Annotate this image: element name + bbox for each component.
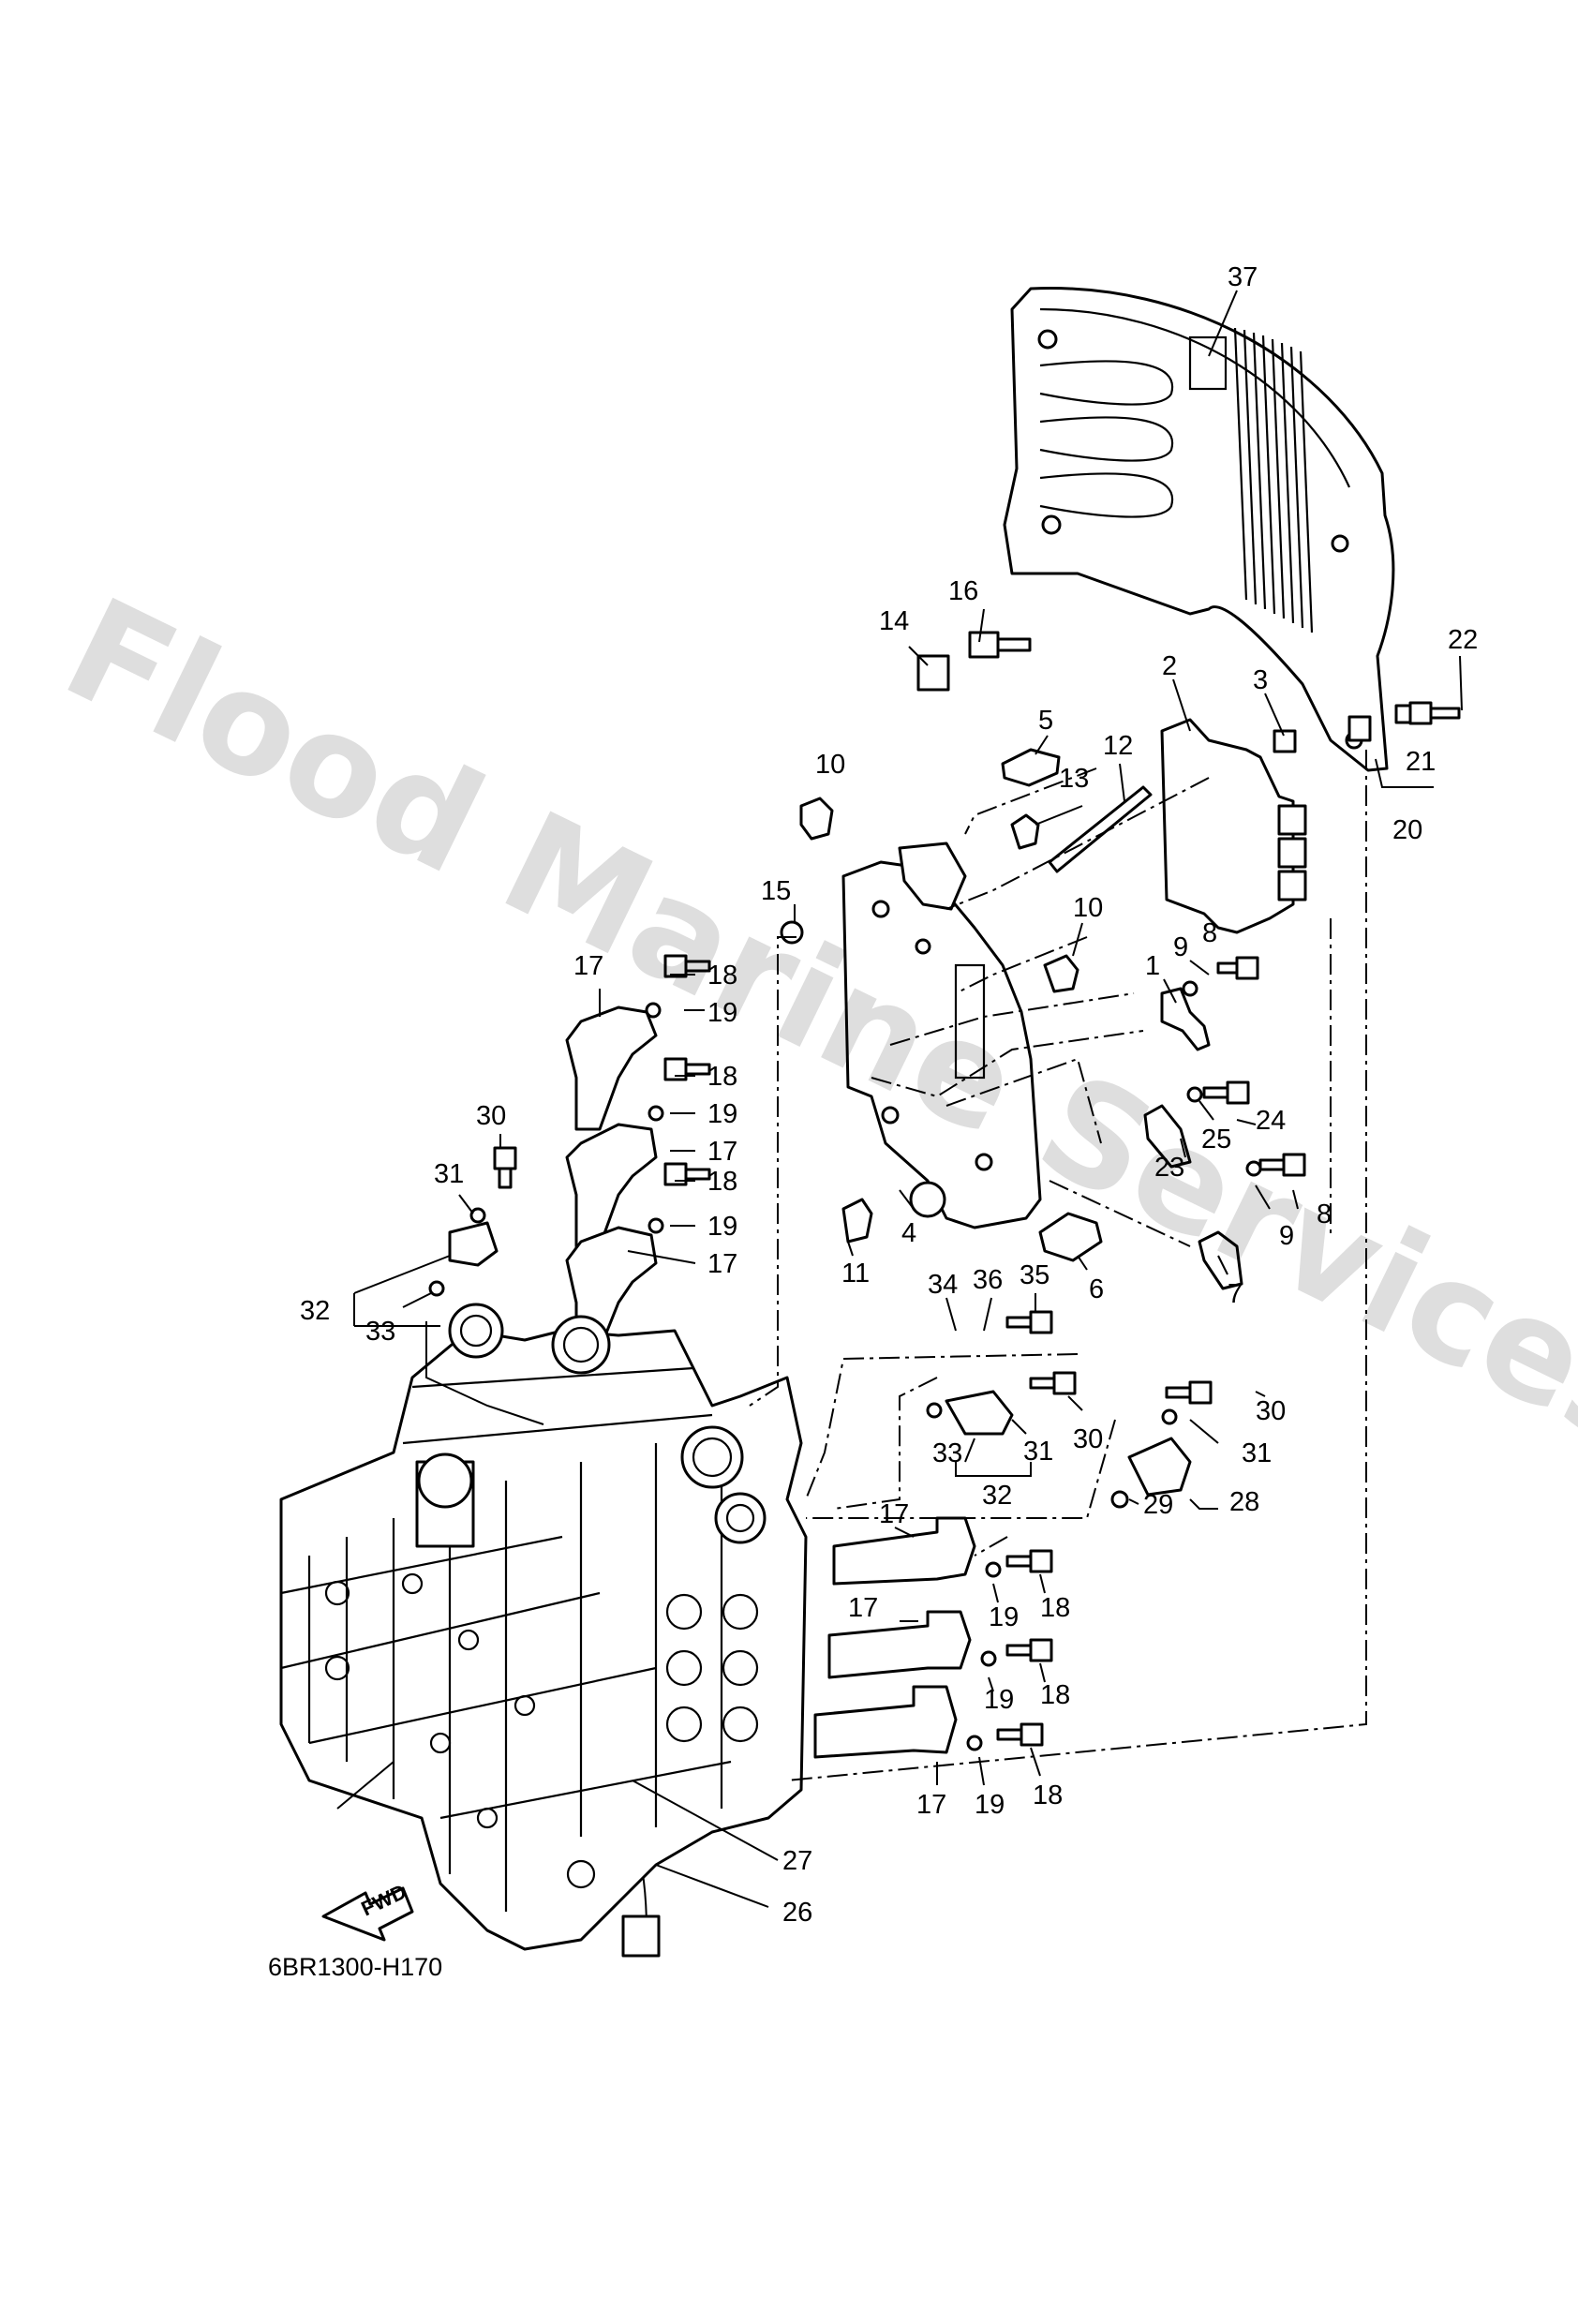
diagram-code: 6BR1300-H170 <box>268 1953 442 1981</box>
callout-32b: 32 <box>982 1481 1012 1511</box>
electrical-plate-part <box>841 842 1042 1229</box>
callout-32a: 32 <box>300 1296 330 1326</box>
callout-5: 5 <box>1038 706 1053 736</box>
callout-35: 35 <box>1020 1260 1050 1290</box>
callout-18a: 18 <box>707 961 737 991</box>
callout-11: 11 <box>841 1259 870 1289</box>
callout-2: 2 <box>1162 651 1177 681</box>
callout-33b: 33 <box>932 1438 962 1468</box>
callout-37: 37 <box>1228 262 1258 292</box>
callout-19d: 19 <box>989 1602 1019 1632</box>
callout-6: 6 <box>1089 1274 1104 1304</box>
callout-14: 14 <box>879 606 909 636</box>
callout-17e: 17 <box>848 1593 878 1623</box>
callout-29: 29 <box>1143 1490 1173 1520</box>
callout-16: 16 <box>948 576 978 606</box>
callout-17b: 17 <box>707 1137 737 1167</box>
callout-19a: 19 <box>707 998 737 1028</box>
callout-1: 1 <box>1145 951 1160 981</box>
callout-33a: 33 <box>365 1317 395 1347</box>
callout-20: 20 <box>1392 815 1422 845</box>
callout-12: 12 <box>1103 731 1133 761</box>
callout-30c: 30 <box>1256 1396 1286 1426</box>
cover-part <box>1003 287 1395 772</box>
callout-27: 27 <box>782 1846 812 1876</box>
ignition-coils <box>565 1006 976 1759</box>
callout-4: 4 <box>901 1218 916 1248</box>
callout-17d: 17 <box>879 1499 909 1529</box>
callout-22: 22 <box>1448 625 1478 655</box>
callout-30a: 30 <box>476 1101 506 1131</box>
callout-28: 28 <box>1229 1487 1259 1517</box>
callout-9: 9 <box>1173 932 1188 962</box>
callout-31b: 31 <box>1023 1437 1053 1467</box>
callout-13: 13 <box>1059 764 1089 794</box>
callout-34: 34 <box>928 1270 958 1300</box>
callout-19e: 19 <box>984 1685 1014 1715</box>
callout-36: 36 <box>973 1265 1003 1295</box>
fasteners <box>428 631 1461 1751</box>
callout-21: 21 <box>1406 747 1436 777</box>
callout-18b: 18 <box>707 1062 737 1092</box>
callout-24: 24 <box>1256 1106 1286 1136</box>
callout-8b: 8 <box>1317 1199 1332 1229</box>
callout-26: 26 <box>782 1898 812 1928</box>
callout-10: 10 <box>815 750 845 780</box>
callout-25: 25 <box>1201 1125 1231 1155</box>
callout-7: 7 <box>1228 1279 1243 1309</box>
callout-19b: 19 <box>707 1099 737 1129</box>
callout-17f: 17 <box>916 1790 946 1820</box>
callout-19f: 19 <box>975 1790 1005 1820</box>
callout-30b: 30 <box>1073 1424 1103 1454</box>
callout-18c: 18 <box>707 1167 737 1197</box>
callout-17a: 17 <box>573 951 603 981</box>
callout-3: 3 <box>1253 665 1268 695</box>
callout-23: 23 <box>1154 1153 1184 1183</box>
fwd-arrow-icon: FWD <box>321 1880 414 1942</box>
callout-15: 15 <box>761 876 791 906</box>
callout-9b: 9 <box>1279 1221 1294 1251</box>
callout-18f: 18 <box>1033 1780 1063 1810</box>
leader-lines <box>353 290 1463 1908</box>
callout-10b: 10 <box>1073 893 1103 923</box>
callout-31a: 31 <box>434 1159 464 1189</box>
engine-block <box>279 1303 808 1951</box>
bracket-part <box>1160 718 1307 934</box>
callout-8: 8 <box>1202 918 1217 948</box>
callout-18e: 18 <box>1040 1680 1070 1710</box>
callout-17c: 17 <box>707 1249 737 1279</box>
callout-31c: 31 <box>1242 1438 1272 1468</box>
callouts: 37 16 14 22 2 3 5 10 12 13 21 20 15 10 9… <box>300 262 1478 1928</box>
callout-18d: 18 <box>1040 1593 1070 1623</box>
callout-19c: 19 <box>707 1212 737 1242</box>
